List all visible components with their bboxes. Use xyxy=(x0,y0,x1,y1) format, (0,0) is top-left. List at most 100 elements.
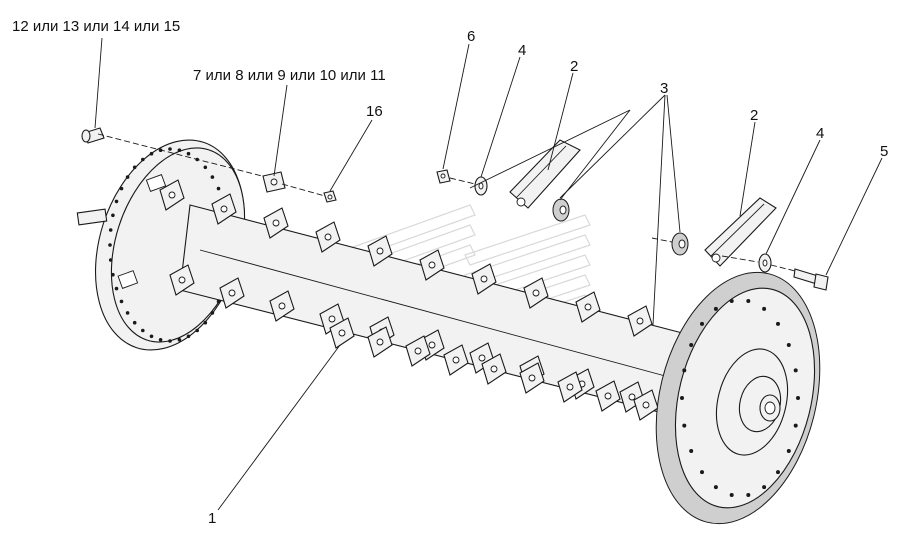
plate-7-11 xyxy=(262,171,326,197)
blade-holder xyxy=(557,371,583,403)
disc-hole xyxy=(776,321,780,326)
nut-6 xyxy=(436,169,476,185)
blade-holder xyxy=(159,179,185,211)
blade-2-lower xyxy=(704,197,777,267)
flange-hole xyxy=(108,228,113,232)
disc-hole xyxy=(762,485,767,490)
disc-hole xyxy=(700,470,704,475)
bolt-5 xyxy=(793,268,829,291)
blade-holder xyxy=(575,291,601,323)
disc-hole xyxy=(682,368,687,373)
disc-hole xyxy=(786,343,791,347)
flange-hole xyxy=(119,299,124,304)
washer-4-lower xyxy=(758,253,796,273)
blade-holder xyxy=(523,277,549,309)
leader-lines xyxy=(94,37,883,511)
flange-hole xyxy=(111,272,115,277)
blade-holder xyxy=(367,235,393,267)
flange-hole xyxy=(195,328,199,333)
callout-2-lower: 2 xyxy=(750,107,758,124)
disc-hole xyxy=(700,321,704,326)
disc-hole xyxy=(776,470,780,475)
disc-holes xyxy=(680,299,800,497)
callout-3: 3 xyxy=(660,80,668,97)
washer-4-upper xyxy=(474,176,488,196)
disc-hole xyxy=(713,306,718,311)
blade-holder xyxy=(219,277,245,309)
callout-1: 1 xyxy=(208,510,216,527)
flange-hole xyxy=(177,338,182,342)
disc-hole xyxy=(793,368,798,373)
flange-hole xyxy=(203,165,208,170)
disc-hole xyxy=(682,423,687,428)
flange-hole xyxy=(141,328,145,333)
callout-4-upper: 4 xyxy=(518,42,526,59)
right-flange-disc xyxy=(655,271,821,525)
flange-hole xyxy=(125,311,130,315)
blade-holder xyxy=(211,193,237,225)
disc-hole xyxy=(786,449,791,453)
flange-hole xyxy=(168,147,172,151)
bushing-3-upper xyxy=(552,198,570,222)
flange-hole xyxy=(186,151,191,156)
flange-hole xyxy=(125,175,130,179)
flange-hole xyxy=(114,199,119,204)
flange-hole xyxy=(216,186,221,191)
blade-holder xyxy=(481,353,507,385)
flange-hole xyxy=(149,334,154,339)
callout-6: 6 xyxy=(467,28,475,45)
nut-16 xyxy=(323,190,337,203)
flange-hole xyxy=(168,339,172,343)
flange-hole xyxy=(177,148,182,152)
bushing-3-lower xyxy=(651,232,689,256)
callout-2-upper: 2 xyxy=(570,58,578,75)
flange-hole xyxy=(119,186,124,191)
blade-holder xyxy=(595,380,621,412)
disc-hole xyxy=(746,493,751,497)
flange-hole xyxy=(111,213,115,218)
disc-hole xyxy=(762,306,767,311)
blade-holder xyxy=(269,290,295,322)
blade-holder xyxy=(471,263,497,295)
blade-holder xyxy=(367,326,393,358)
flange-hole xyxy=(132,320,137,325)
blade-holder xyxy=(405,335,431,367)
callout-16: 16 xyxy=(366,103,383,120)
blade-holder xyxy=(627,305,653,337)
disc-hole xyxy=(689,343,694,347)
disc-hole xyxy=(713,485,718,490)
flange-hole xyxy=(210,311,215,315)
bolt-12-15 xyxy=(81,127,271,179)
blade-holder xyxy=(633,389,659,421)
callout-labels: 12 или 13 или 14 или 15 7 или 8 или 9 ил… xyxy=(12,18,888,527)
callout-7-11: 7 или 8 или 9 или 10 или 11 xyxy=(193,67,386,84)
blade-holder xyxy=(263,207,289,239)
blade-holder xyxy=(169,264,195,296)
callout-12-15: 12 или 13 или 14 или 15 xyxy=(12,18,180,35)
flange-hole xyxy=(141,157,145,162)
callout-5: 5 xyxy=(880,143,888,160)
blade-holder xyxy=(329,317,355,349)
flange-hole xyxy=(114,286,119,291)
flange-hole xyxy=(149,151,154,156)
callout-4-lower: 4 xyxy=(816,125,824,142)
disc-hole xyxy=(746,299,751,303)
flange-hole xyxy=(108,258,113,262)
flange-hole xyxy=(132,165,137,170)
blade-2-upper xyxy=(509,139,581,209)
flange-hole xyxy=(203,320,208,325)
blade-holder xyxy=(519,362,545,394)
flange-hole xyxy=(158,338,163,342)
blade-holders xyxy=(159,179,659,421)
disc-hole xyxy=(680,396,684,400)
flange-hole xyxy=(186,334,191,339)
disc-hole xyxy=(796,396,800,400)
disc-hole xyxy=(729,299,734,303)
blade-holder xyxy=(419,249,445,281)
blade-holder xyxy=(443,344,469,376)
disc-hole xyxy=(729,493,734,497)
disc-hole xyxy=(689,449,694,453)
flange-hole xyxy=(210,175,215,179)
disc-hole xyxy=(793,423,798,428)
